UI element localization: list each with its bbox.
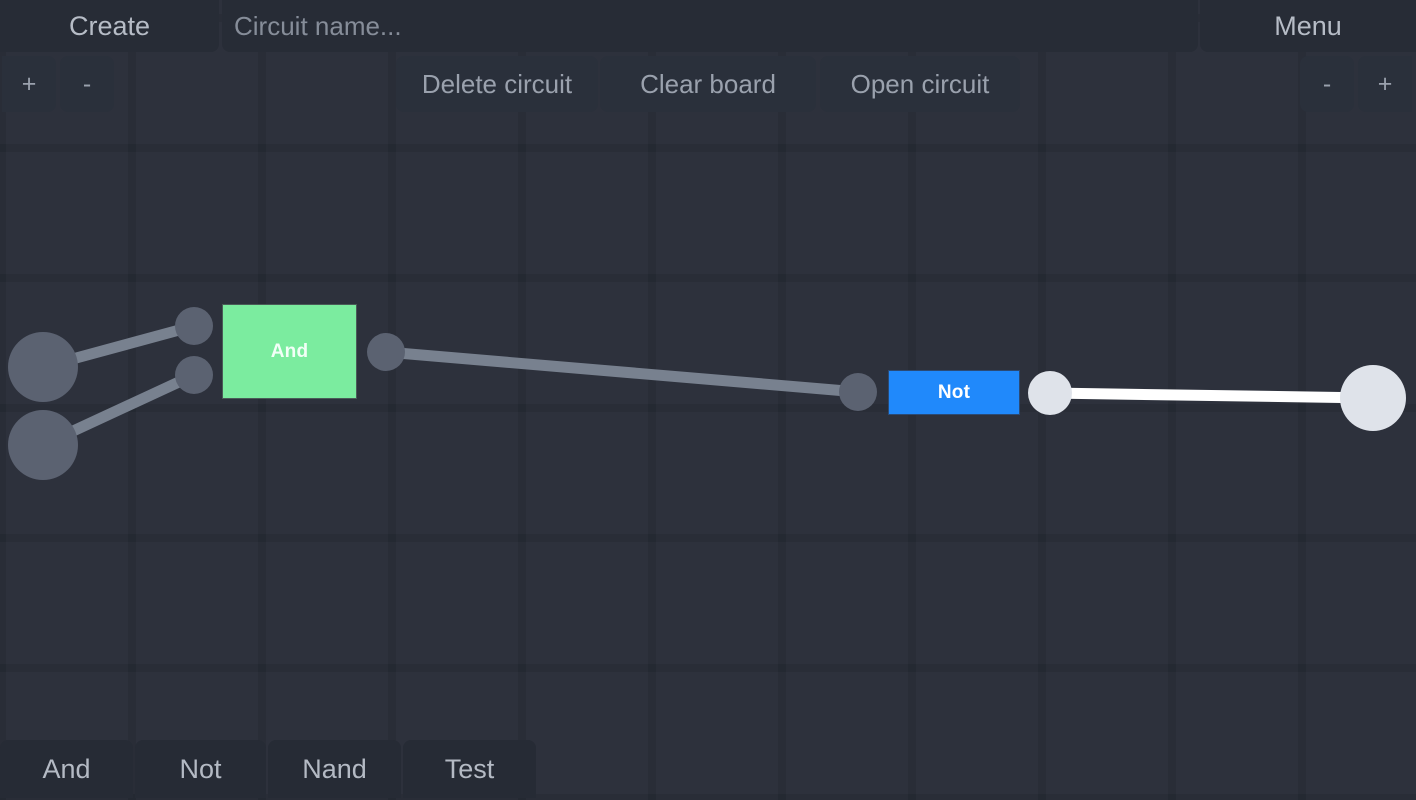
wire[interactable] [1049,387,1374,404]
secondary-toolbar: + - Delete circuit Clear board Open circ… [0,56,1416,112]
circuit-name-input[interactable] [222,0,1198,52]
circuit-node-source-2[interactable] [8,410,78,480]
circuit-node-not-out[interactable] [1028,371,1072,415]
gate-label: Not [937,381,971,403]
open-circuit-button[interactable]: Open circuit [820,56,1020,112]
wire[interactable] [385,346,859,398]
circuit-node-and-in-1[interactable] [175,307,213,345]
circuit-node-and-in-2[interactable] [175,356,213,394]
zoom-in-button-left[interactable]: + [2,56,56,112]
zoom-out-button-left[interactable]: - [60,56,114,112]
gate-label: And [270,340,309,362]
menu-button[interactable]: Menu [1200,0,1416,52]
clear-board-button[interactable]: Clear board [600,56,816,112]
circuit-node-output-sink[interactable] [1340,365,1406,431]
palette-item-nand[interactable]: Nand [268,740,401,798]
palette-item-test[interactable]: Test [403,740,536,798]
zoom-out-button-right[interactable]: - [1300,56,1354,112]
palette-item-not[interactable]: Not [135,740,266,798]
top-bar: Create Menu [0,0,1416,56]
create-button[interactable]: Create [0,0,219,52]
gate-not-1[interactable]: Not [888,370,1020,415]
gate-and-1[interactable]: And [222,304,357,399]
circuit-node-and-out[interactable] [367,333,405,371]
circuit-node-source-1[interactable] [8,332,78,402]
delete-circuit-button[interactable]: Delete circuit [396,56,598,112]
circuit-node-not-in[interactable] [839,373,877,411]
palette-item-and[interactable]: And [0,740,133,798]
zoom-in-button-right[interactable]: + [1358,56,1412,112]
